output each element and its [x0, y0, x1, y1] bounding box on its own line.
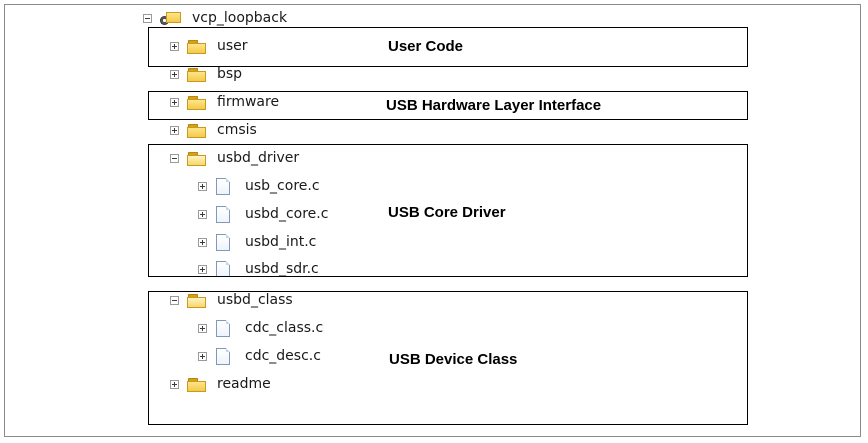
tree-item-label: cmsis: [217, 122, 257, 138]
expand-toggle[interactable]: [170, 69, 179, 79]
c-file-icon: [216, 205, 230, 223]
expand-toggle[interactable]: [198, 265, 207, 274]
collapse-toggle[interactable]: [170, 153, 179, 163]
open-folder-icon: [187, 293, 207, 308]
folder-icon: [187, 39, 207, 54]
tree-item-usbd-int-c[interactable]: usbd_int.c: [198, 231, 316, 253]
c-file-icon: [216, 177, 230, 195]
annotation-usb-hardware-layer-interface: USB Hardware Layer Interface: [386, 97, 602, 114]
tree-root-label: vcp_loopback: [192, 10, 288, 26]
tree-item-usbd-class[interactable]: usbd_class: [170, 289, 293, 311]
annotation-usb-core-driver: USB Core Driver: [388, 204, 506, 221]
tree-item-user[interactable]: user: [170, 35, 248, 57]
tree-item-usbd-driver[interactable]: usbd_driver: [170, 147, 299, 169]
tree-item-label: usb_core.c: [245, 178, 320, 194]
tree-item-label: bsp: [217, 66, 243, 82]
user-code-box: [148, 27, 748, 67]
usb-hardware-layer-box: [148, 91, 748, 120]
folder-icon: [187, 67, 207, 82]
diagram-frame: [4, 4, 861, 437]
tree-item-label: cdc_desc.c: [245, 348, 321, 364]
tree-item-cdc-desc-c[interactable]: cdc_desc.c: [198, 345, 321, 367]
tree-item-label: usbd_int.c: [245, 234, 317, 250]
collapse-toggle[interactable]: [170, 295, 179, 305]
c-file-icon: [216, 233, 230, 251]
tree-root-row[interactable]: vcp_loopback: [143, 7, 287, 29]
tree-item-label: firmware: [217, 94, 280, 110]
tree-item-label: cdc_class.c: [245, 320, 324, 336]
expand-toggle[interactable]: [198, 351, 207, 361]
tree-item-usbd-core-c[interactable]: usbd_core.c: [198, 203, 328, 225]
tree-item-label: usbd_sdr.c: [245, 261, 319, 276]
expand-toggle[interactable]: [198, 237, 207, 247]
c-file-icon: [216, 347, 230, 365]
tree-item-label: usbd_core.c: [245, 206, 329, 222]
tree-item-cdc-class-c[interactable]: cdc_class.c: [198, 317, 323, 339]
annotation-user-code: User Code: [388, 38, 464, 55]
expand-toggle[interactable]: [198, 323, 207, 333]
folder-icon: [187, 123, 207, 138]
tree-item-label: usbd_class: [217, 292, 293, 308]
usb-device-class-box: [148, 291, 748, 425]
tree-item-usbd-sdr-c[interactable]: usbd_sdr.c: [198, 259, 319, 276]
folder-icon: [187, 377, 207, 392]
tree-item-firmware[interactable]: firmware: [170, 91, 279, 113]
expand-toggle[interactable]: [170, 97, 179, 107]
tree-item-bsp[interactable]: bsp: [170, 63, 242, 85]
expand-toggle[interactable]: [198, 209, 207, 219]
tree-item-cmsis[interactable]: cmsis: [170, 119, 257, 141]
c-file-icon: [216, 261, 230, 276]
expand-toggle[interactable]: [170, 41, 179, 51]
expand-toggle[interactable]: [170, 379, 179, 389]
tree-item-usb-core-c[interactable]: usb_core.c: [198, 175, 320, 197]
annotation-usb-device-class: USB Device Class: [389, 351, 518, 368]
tree-item-label: readme: [217, 376, 271, 392]
folder-icon: [187, 95, 207, 110]
expand-toggle[interactable]: [198, 181, 207, 191]
c-file-icon: [216, 319, 230, 337]
tree-item-readme[interactable]: readme: [170, 373, 271, 395]
tree-item-label: usbd_driver: [217, 150, 300, 166]
project-folder-icon: [160, 11, 182, 26]
usb-core-driver-box: [148, 144, 748, 277]
tree-item-label: user: [217, 38, 248, 54]
expand-toggle[interactable]: [170, 125, 179, 135]
collapse-toggle[interactable]: [143, 13, 152, 23]
open-folder-icon: [187, 151, 207, 166]
